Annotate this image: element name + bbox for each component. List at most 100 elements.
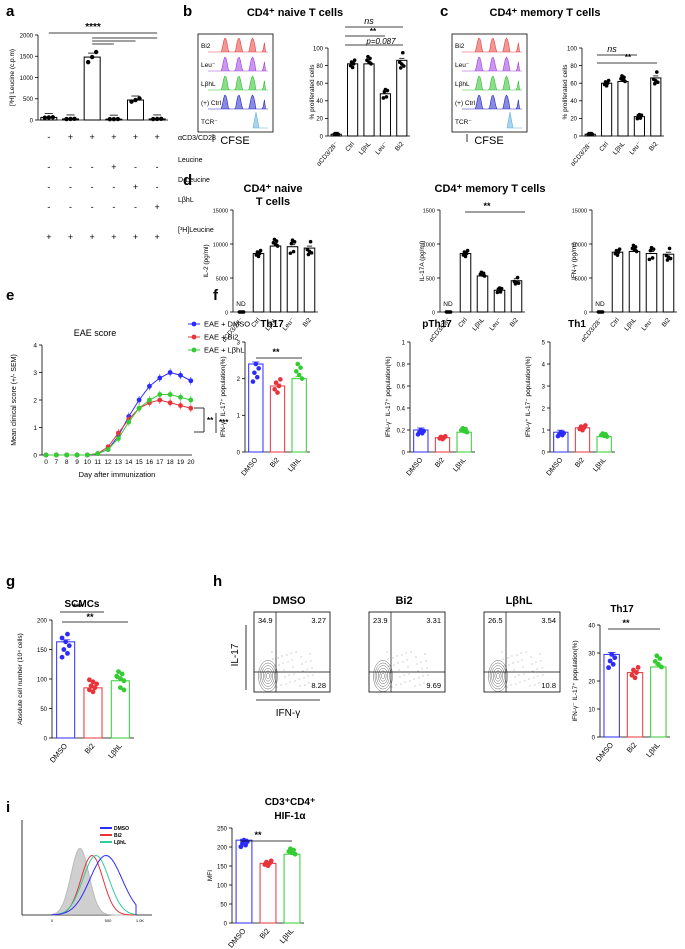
x-tick-label: 7: [55, 459, 59, 466]
title-f: Th17: [260, 319, 284, 330]
y-tick-label: 3: [33, 370, 37, 377]
y-tick-label: 0: [574, 134, 578, 140]
y-tick-label: 0: [237, 450, 241, 456]
data-point: [296, 372, 302, 378]
x-tick-label: 12: [104, 459, 112, 466]
sig-label: **: [254, 830, 262, 840]
sig-label: **: [272, 347, 280, 357]
event-dot: [419, 684, 421, 686]
y-tick-label: 1: [33, 425, 37, 432]
event-dot: [539, 653, 541, 655]
data-point: [657, 656, 663, 661]
y-tick-label: 2: [542, 406, 546, 412]
contour: [259, 662, 277, 690]
data-point: [598, 310, 603, 314]
x-tick-label: Leu⁻: [488, 316, 503, 332]
y-axis-label: % proliferated cells: [562, 64, 569, 120]
panel-label: d: [183, 172, 192, 189]
nd-label: ND: [443, 301, 453, 308]
panel-label: b: [183, 3, 192, 20]
data-point: [401, 50, 405, 55]
panel-label: c: [440, 3, 448, 20]
x-tick-label: Leu⁻: [281, 316, 296, 332]
title-f: pTh17: [422, 319, 452, 330]
sign: +: [155, 232, 160, 242]
hist-tick-label: 500: [105, 918, 112, 923]
bar: [596, 436, 612, 453]
x-tick-label: Bi2: [83, 742, 97, 756]
x-tick-label: Bi2: [661, 317, 673, 329]
sig-label: **: [483, 201, 491, 211]
c-histogram: [506, 111, 522, 129]
y-tick-label: 200: [37, 618, 48, 624]
event-dot: [299, 685, 301, 687]
legend-label: EAE + Bi2: [204, 333, 238, 342]
y-axis-label: MFI: [207, 870, 214, 881]
event-dot: [392, 657, 394, 659]
sign: -: [69, 162, 72, 172]
event-dot: [535, 661, 537, 663]
bar: [628, 250, 641, 313]
row-label: αCD3/CD28: [178, 135, 216, 142]
event-dot: [277, 657, 279, 659]
sig-label: ns: [364, 16, 374, 26]
event-dot: [276, 686, 278, 688]
quadrant-value: 3.54: [541, 616, 556, 625]
data-point: [90, 689, 96, 695]
event-dot: [298, 678, 300, 680]
x-tick-label: LβhL: [106, 742, 124, 761]
data-point: [612, 655, 618, 661]
b-histogram: [252, 111, 268, 129]
bar: [235, 839, 253, 924]
data-point: [117, 676, 123, 681]
data-point: [652, 81, 657, 86]
data-point: [273, 380, 279, 386]
legend-marker: [191, 321, 197, 327]
title-d1: CD4⁺ naive: [244, 183, 303, 195]
b-frame: [197, 33, 274, 133]
data-point: [121, 678, 127, 684]
b-hist-label: Bi2: [201, 43, 211, 50]
event-dot: [388, 665, 390, 667]
y-tick-label: 20: [588, 679, 595, 685]
event-dot: [310, 660, 312, 662]
data-point: [64, 116, 69, 122]
data-point: [465, 248, 470, 253]
series-point: [43, 452, 49, 458]
event-dot: [420, 661, 422, 663]
event-dot: [273, 665, 275, 667]
bar: [626, 672, 644, 738]
bar: [56, 641, 76, 739]
event-dot: [272, 658, 274, 660]
event-dot: [290, 652, 292, 654]
quadrant-value: 26.5: [488, 616, 503, 625]
sign: +: [111, 132, 116, 142]
y-tick-label: 5000: [216, 276, 228, 282]
title-i: CD3⁺CD4⁺: [265, 797, 316, 808]
bar: [347, 63, 359, 137]
event-dot: [512, 662, 514, 664]
sign: +: [133, 132, 138, 142]
event-dot: [424, 653, 426, 655]
y-tick-label: 0: [224, 921, 228, 927]
legend-marker: [191, 347, 197, 353]
series-point: [74, 452, 80, 458]
y-tick-label: 1500: [423, 208, 435, 214]
data-point: [66, 643, 72, 649]
event-dot: [537, 675, 539, 677]
event-dot: [422, 675, 424, 677]
x-tick-label: 10: [84, 459, 92, 466]
data-point: [637, 112, 642, 117]
y-tick-label: 100: [217, 883, 228, 889]
event-dot: [518, 674, 520, 676]
bar: [456, 431, 472, 453]
data-point: [334, 132, 339, 137]
data-point: [348, 63, 353, 68]
data-point: [655, 70, 659, 74]
x-tick-label: DMSO: [594, 740, 615, 763]
x-tick-label: LβhL: [471, 316, 486, 332]
x-tick-label: LβhL: [278, 927, 296, 946]
row-label: D-Leucine: [178, 177, 210, 184]
contour: [379, 670, 387, 682]
y-tick-label: 1000: [423, 242, 435, 248]
